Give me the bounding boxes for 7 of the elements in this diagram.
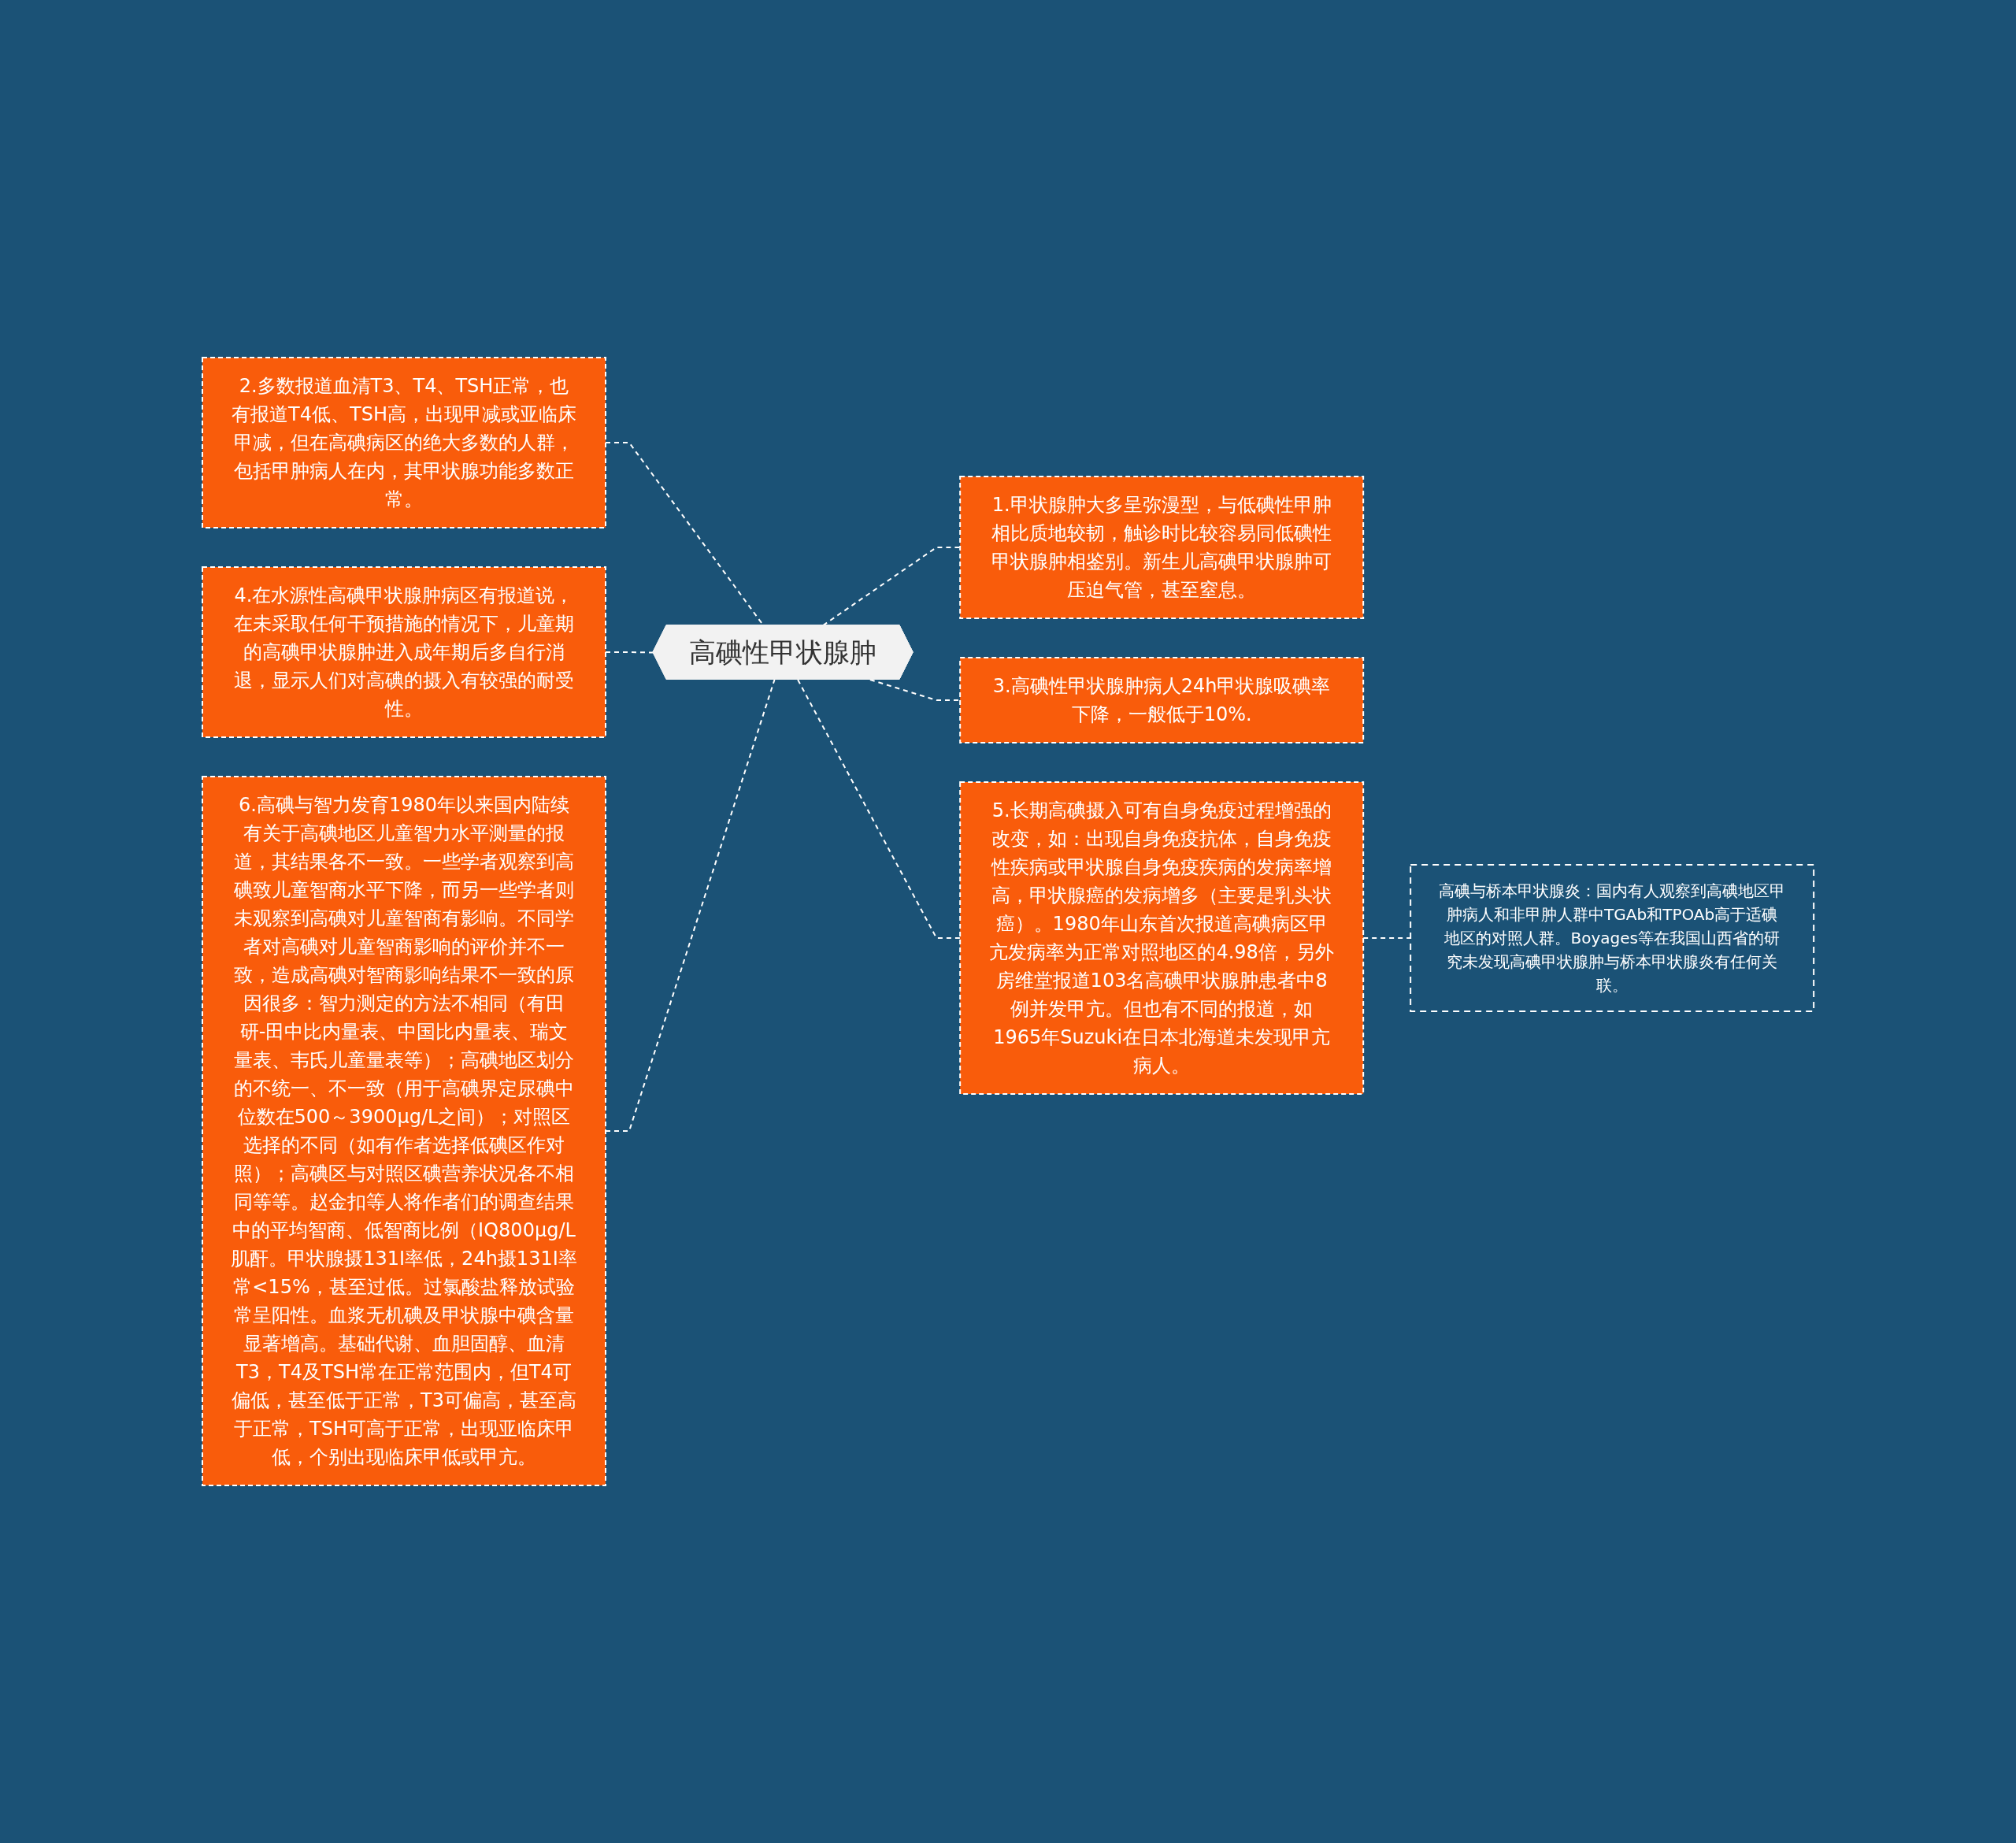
node-box: 2.多数报道血清T3、T4、TSH正常，也有报道T4低、TSH高，出现甲减或亚临床甲减，但在高碘病区的绝大多数的人群，包括甲肿病人在内，其甲状腺功能多数正常。 [201, 357, 606, 528]
node-box: 3.高碘性甲状腺肿病人24h甲状腺吸碘率下降，一般低于10%. [959, 657, 1365, 744]
node-box: 6.高碘与智力发育1980年以来国内陆续有关于高碘地区儿童智力水平测量的报道，其结果各不一致。一些学者观察到高碘致儿童智商水平下降，而另一些学者则未观察到高碘对儿童智商有影响。不同学者对高碘对儿童智商影响的评价并不一致，造成高碘对智商影响结果不一致的原因很多：智力测定的方法不相同（有田研-田中比内量表、中国比内量表、瑞文量表、韦氏儿童量表等）；高碘地区划分的不统一、不一致（用于高碘界定尿碘中位数在500～3900μg/L之间）；对照区选择的不同（如有作者选择低碘区作对照）；高碘区与对照区碘营养状况各不相同等等。赵金扣等人将作者们的调查结果中的平均智商、低智商比例（IQ800μg/L肌酐。甲状腺摄131Ⅰ率低，24h摄131Ⅰ率常<15%，甚至过低。过氯酸盐释放试验常呈阳性。血浆无机碘及甲状腺中碘含量显著增高。基础代谢、血胆固醇、血清T3，T4及TSH常在正常范围内，但T4可偏低，甚至低于正常，T3可偏高，甚至高于正常，TSH可高于正常，出现亚临床甲低，个别出现临床甲低或甲亢。 [201, 776, 606, 1486]
node-box: 高碘与桥本甲状腺炎：国内有人观察到高碘地区甲肿病人和非甲肿人群中TGAb和TPOAb高于适碘地区的对照人群。Boyages等在我国山西省的研究未发现高碘甲状腺肿与桥本甲状腺炎有任何关联。 [1410, 864, 1815, 1012]
node-box: 5.长期高碘摄入可有自身免疫过程增强的改变，如：出现自身免疫抗体，自身免疫性疾病或甲状腺自身免疫疾病的发病率增高，甲状腺癌的发病增多（主要是乳头状癌）。1980年山东首次报道高碘病区甲亢发病率为正常对照地区的4.98倍，另外房维堂报道103名高碘甲状腺肿患者中8例并发甲亢。但也有不同的报道，如1965年Suzuki在日本北海道未发现甲亢病人。 [959, 781, 1365, 1095]
node-box: 4.在水源性高碘甲状腺肿病区有报道说，在未采取任何干预措施的情况下，儿童期的高碘甲状腺肿进入成年期后多自行消退，显示人们对高碘的摄入有较强的耐受性。 [201, 566, 606, 738]
node-box: 1.甲状腺肿大多呈弥漫型，与低碘性甲肿相比质地较韧，触诊时比较容易同低碘性甲状腺肿相鉴别。新生儿高碘甲状腺肿可压迫气管，甚至窒息。 [959, 476, 1365, 619]
